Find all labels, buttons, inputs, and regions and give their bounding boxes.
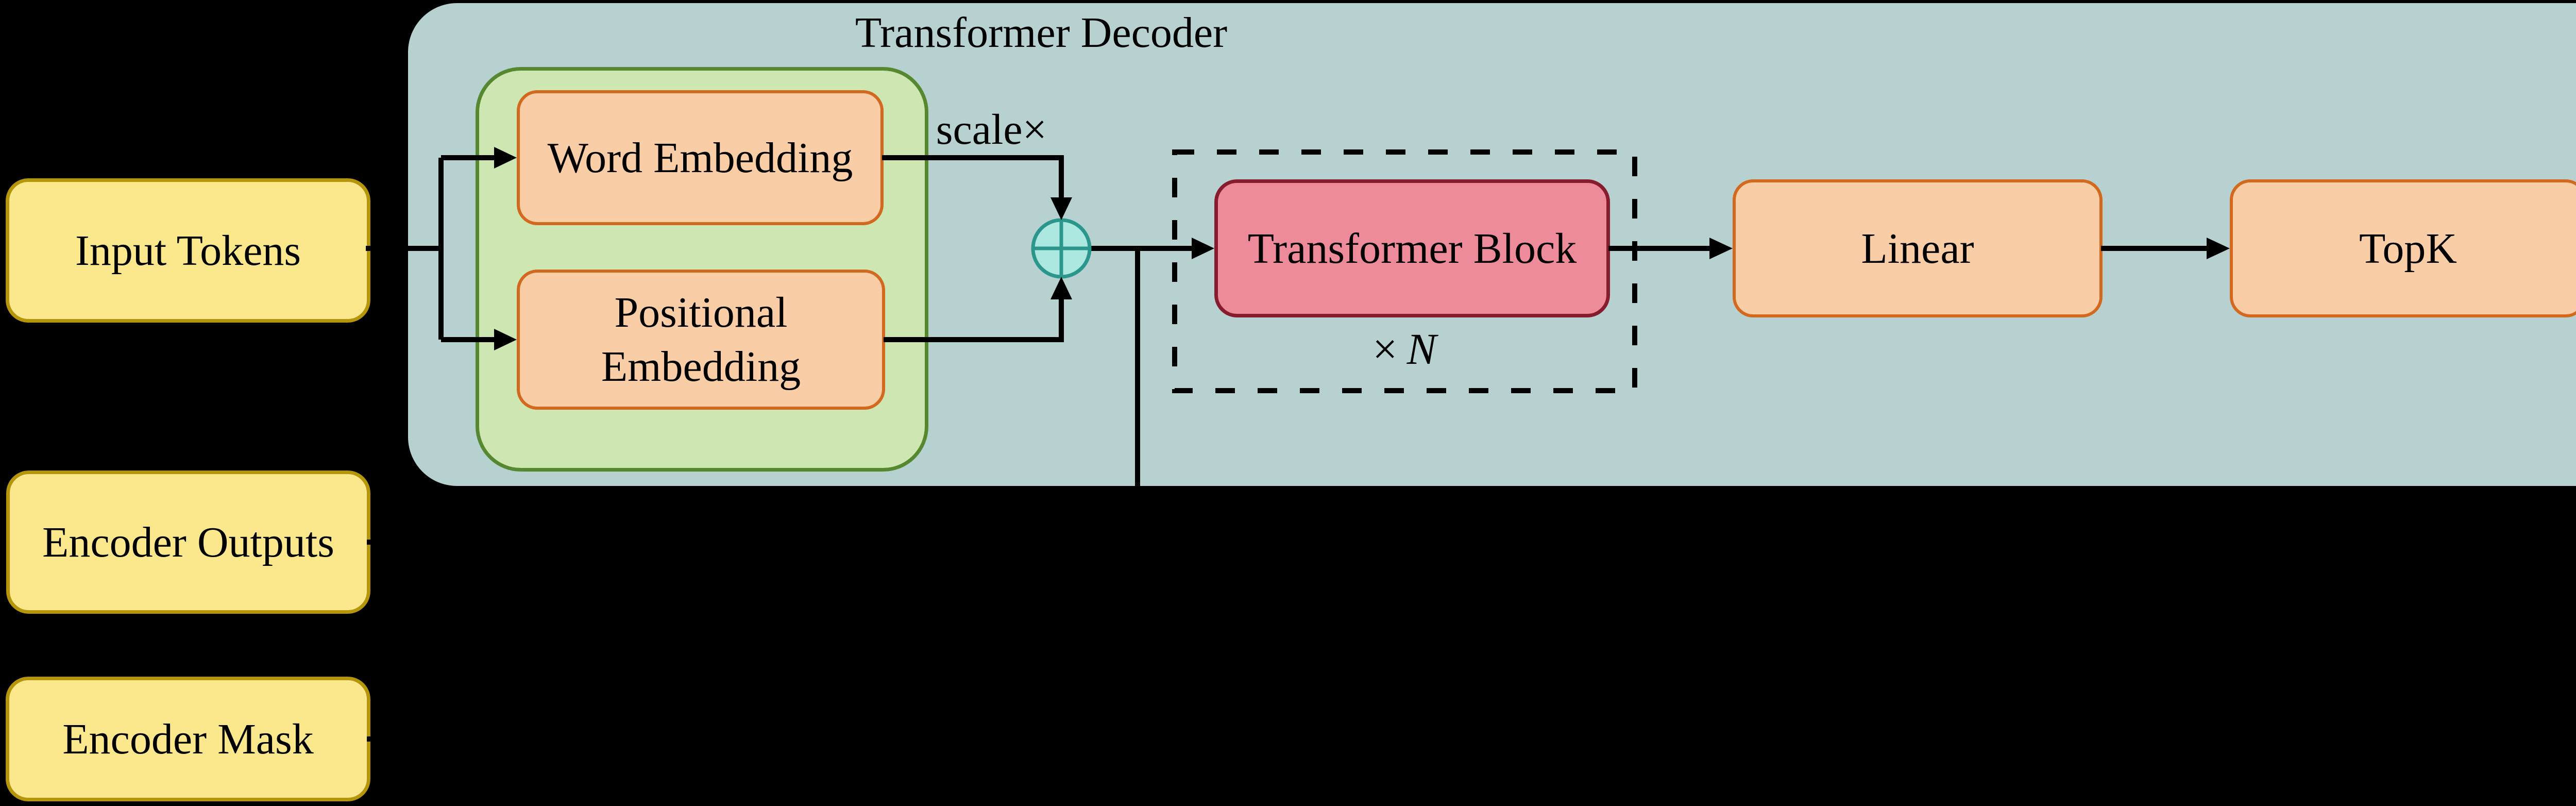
topk-label: TopK [2359,224,2458,273]
encoder-mask-box: Encoder Mask [6,677,370,801]
positional-embedding-label: Positional Embedding [601,289,801,391]
scale-multiplier-label: scale× [936,106,1047,154]
repeat-n-symbol: N [1406,324,1436,374]
diagram-title: Transformer Decoder [855,9,1228,57]
positional-embedding-box: Positional Embedding [517,270,885,410]
input-tokens-box: Input Tokens [6,178,370,323]
word-embedding-label: Word Embedding [547,133,853,182]
repeat-count-label: ×N [1301,327,1507,371]
input-tokens-label: Input Tokens [75,226,301,275]
encoder-outputs-box: Encoder Outputs [6,471,370,614]
linear-label: Linear [1861,224,1974,273]
transformer-block-label: Transformer Block [1247,224,1577,273]
word-embedding-box: Word Embedding [517,90,884,225]
transformer-block-box: Transformer Block [1214,179,1610,317]
encoder-outputs-label: Encoder Outputs [42,518,334,566]
topk-box: TopK [2230,179,2576,317]
linear-box: Linear [1733,179,2103,317]
repeat-times-symbol: × [1372,324,1398,374]
encoder-mask-label: Encoder Mask [62,715,314,763]
